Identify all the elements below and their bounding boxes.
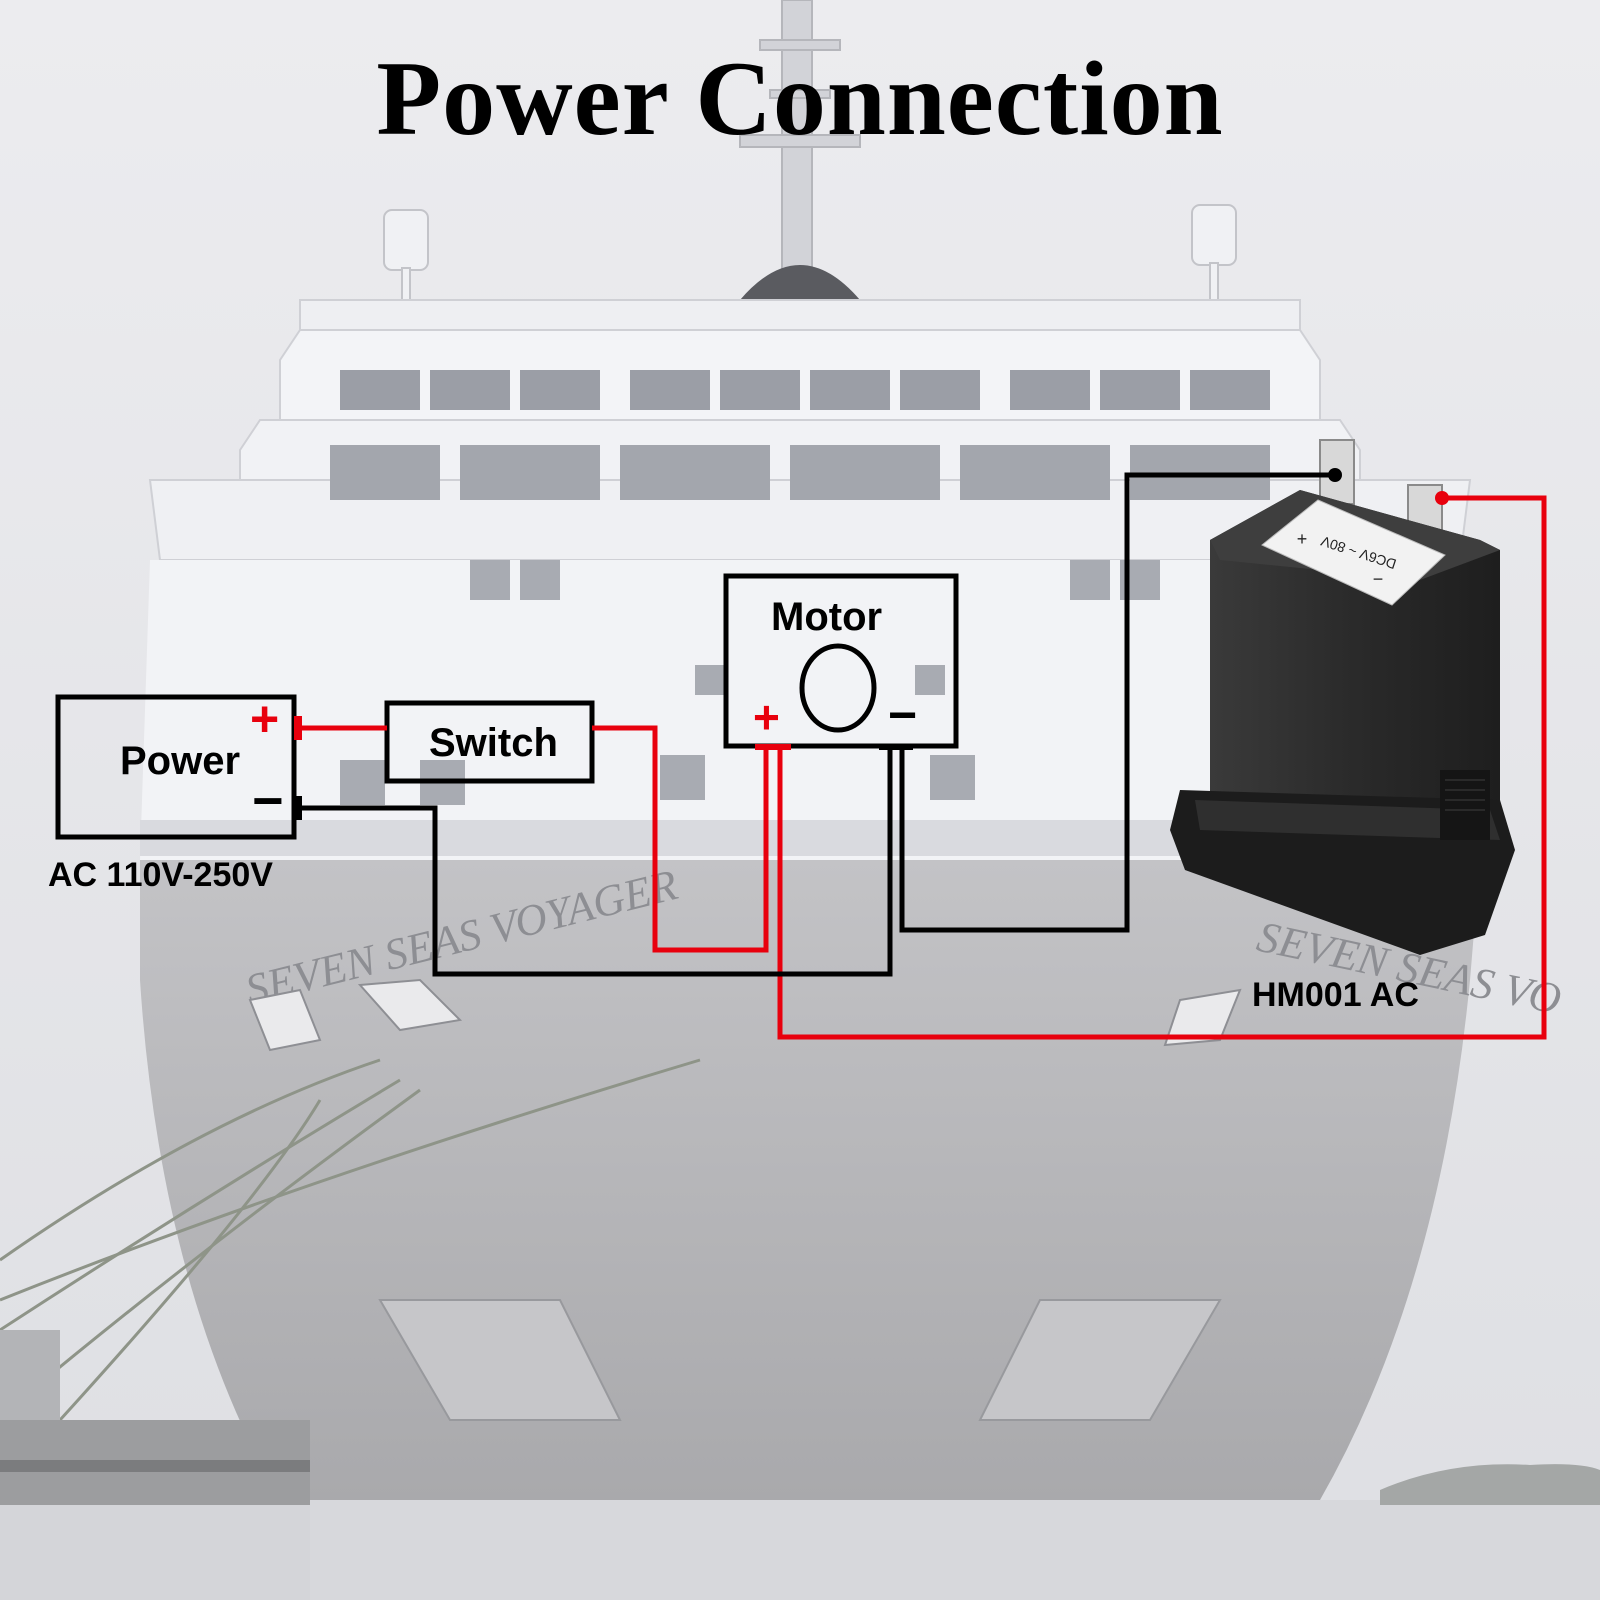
wire-switch-to-motor-plus — [592, 725, 769, 953]
ship-mast — [739, 0, 861, 300]
negative-terminal-marks — [294, 468, 1342, 820]
switch-box — [384, 700, 595, 784]
hull-lights — [248, 978, 1242, 1052]
hull-anchor-recesses — [378, 1299, 1222, 1421]
switch-label: Switch — [429, 721, 558, 765]
wire-motor-minus-to-meter-minus — [899, 472, 1335, 933]
power-plus-sign: + — [250, 691, 280, 747]
motor-symbol — [799, 643, 877, 733]
wire-motor-plus-to-meter-plus — [777, 495, 1547, 1040]
distant-shore — [1380, 1464, 1600, 1505]
window-row-upper — [340, 370, 1270, 410]
motor-minus-sign: − — [888, 687, 918, 743]
power-label: Power — [120, 739, 241, 783]
motor-box — [723, 573, 959, 749]
mooring-lines — [0, 1058, 701, 1422]
device-sticker-minus: − — [1373, 569, 1384, 589]
device-name-label: HM001 AC — [1252, 976, 1419, 1014]
power-minus-sign: − — [252, 771, 284, 831]
page-title: Power Connection — [376, 40, 1224, 157]
device-clip — [1440, 770, 1490, 840]
positive-terminal-marks — [294, 491, 1449, 750]
motor-plus-sign: + — [753, 691, 780, 743]
wire-power-minus-to-motor-minus — [297, 746, 893, 977]
window-row-lower — [330, 445, 1270, 500]
device-sticker: DC6V ~ 80V + − — [1261, 499, 1446, 606]
power-voltage-label: AC 110V-250V — [48, 856, 273, 894]
hm001-device-image: DC6V ~ 80V + − — [1170, 439, 1515, 955]
motor-label: Motor — [771, 595, 883, 639]
dock — [0, 1330, 310, 1600]
device-sticker-plus: + — [1297, 529, 1308, 549]
power-box — [55, 694, 297, 840]
